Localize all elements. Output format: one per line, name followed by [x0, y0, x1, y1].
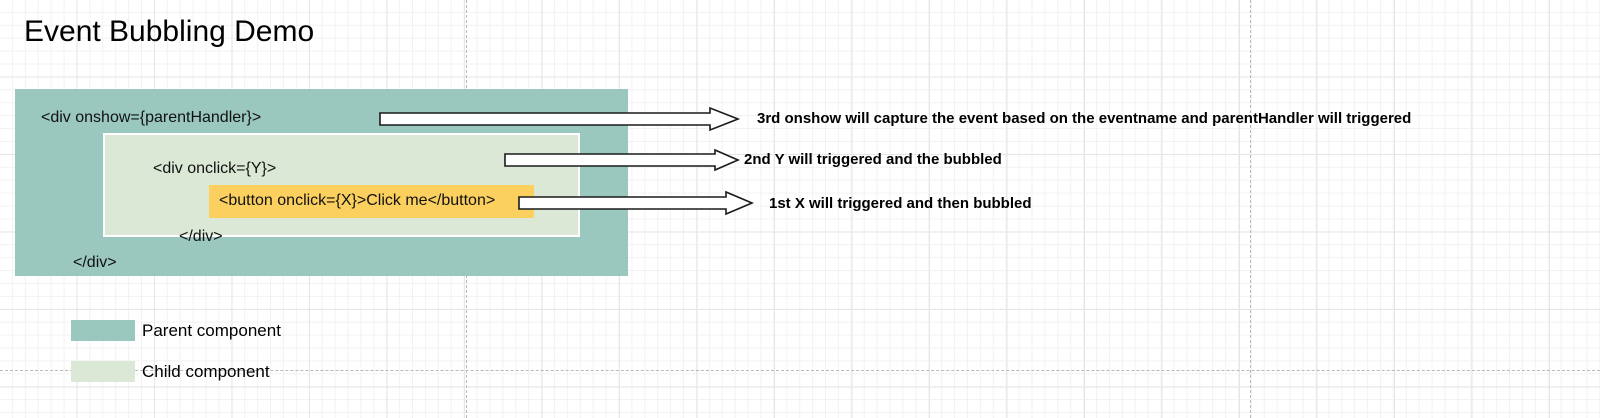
page-title: Event Bubbling Demo [24, 15, 315, 48]
child-close-tag-label: </div> [179, 228, 223, 245]
guide-line-vertical-right [1250, 0, 1251, 418]
guide-line-horizontal [0, 370, 1600, 371]
arrow-to-annotation-1st [518, 190, 755, 216]
annotation-text-3rd: 3rd onshow will capture the event based … [757, 110, 1412, 127]
legend-swatch-parent [71, 320, 135, 341]
arrow-to-annotation-3rd [379, 106, 741, 132]
legend-label-parent: Parent component [142, 321, 281, 340]
legend-label-child: Child component [142, 362, 270, 381]
parent-component-box: <div onshow={parentHandler}> </div> <div… [15, 89, 628, 276]
parent-close-tag-label: </div> [73, 254, 117, 271]
annotation-text-1st: 1st X will triggered and then bubbled [769, 195, 1032, 212]
button-code-label: <button onclick={X}>Click me</button> [219, 192, 496, 209]
arrow-to-annotation-2nd [504, 148, 741, 172]
parent-open-tag-label: <div onshow={parentHandler}> [41, 109, 262, 126]
click-me-button[interactable]: <button onclick={X}>Click me</button> [209, 185, 534, 218]
legend-swatch-child [71, 361, 135, 382]
child-open-tag-label: <div onclick={Y}> [153, 160, 277, 177]
annotation-text-2nd: 2nd Y will triggered and the bubbled [744, 151, 1002, 168]
child-component-box: <div onclick={Y}> </div> <button onclick… [103, 133, 580, 245]
